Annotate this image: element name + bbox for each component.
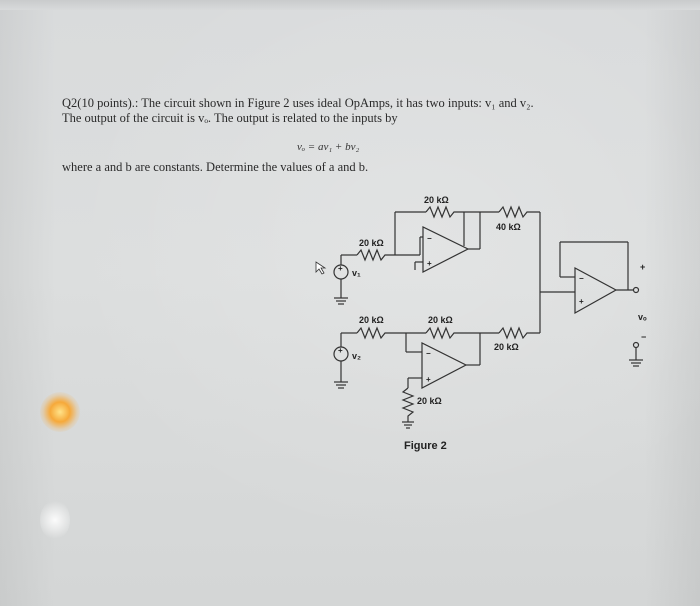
label-source-v1: v₁ bbox=[352, 268, 361, 278]
label-r-feedback-bottom: 20 kΩ bbox=[428, 315, 453, 325]
opamp-top-minus-sign: − bbox=[427, 234, 432, 243]
v2-source-plus-sign: + bbox=[338, 346, 343, 355]
label-r-input-v1: 20 kΩ bbox=[359, 238, 384, 248]
resistor-top-right bbox=[498, 205, 540, 219]
label-r-ground-bottom: 20 kΩ bbox=[417, 396, 442, 406]
cursor-icon bbox=[315, 261, 327, 275]
opamp-top bbox=[422, 226, 470, 273]
label-r-top-right: 40 kΩ bbox=[496, 222, 521, 232]
resistor-ground-bottom bbox=[401, 387, 415, 422]
label-r-bottom-right: 20 kΩ bbox=[494, 342, 519, 352]
opamp-bottom-minus-sign: − bbox=[426, 349, 431, 358]
light-glare bbox=[40, 392, 80, 432]
equation: vₒ = av₁ + bv₂ bbox=[297, 141, 360, 153]
opamp-output bbox=[574, 266, 618, 315]
opamp-output-minus-sign: − bbox=[579, 274, 584, 283]
output-label: vₒ bbox=[638, 312, 647, 322]
resistor-feedback-top bbox=[425, 205, 464, 219]
top-edge bbox=[0, 0, 700, 10]
question-text: Q2(10 points).: The circuit shown in Fig… bbox=[62, 96, 642, 126]
opamp-bottom bbox=[421, 342, 468, 389]
output-terminal-bottom bbox=[632, 341, 640, 349]
label-r-feedback-top: 20 kΩ bbox=[424, 195, 449, 205]
output-plus-label: + bbox=[640, 262, 645, 272]
opamp-bottom-plus-sign: + bbox=[426, 375, 431, 384]
v1-source-plus-sign: + bbox=[338, 264, 343, 273]
question-line-3: where a and b are constants. Determine t… bbox=[62, 160, 369, 174]
output-terminal-top bbox=[632, 286, 640, 294]
resistor-feedback-bottom bbox=[425, 326, 466, 340]
figure-caption: Figure 2 bbox=[404, 440, 447, 452]
label-source-v2: v₂ bbox=[352, 351, 361, 361]
question-line-2: The output of the circuit is vₒ. The out… bbox=[62, 111, 398, 125]
label-r-input-v2: 20 kΩ bbox=[359, 315, 384, 325]
light-reflection bbox=[40, 500, 70, 540]
resistor-input-v1 bbox=[356, 248, 395, 262]
resistor-input-v2 bbox=[356, 326, 406, 340]
resistor-bottom-right bbox=[498, 326, 540, 340]
question-line-1: Q2(10 points).: The circuit shown in Fig… bbox=[62, 96, 534, 110]
opamp-top-plus-sign: + bbox=[427, 259, 432, 268]
output-minus-label: − bbox=[641, 332, 646, 342]
opamp-output-plus-sign: + bbox=[579, 297, 584, 306]
